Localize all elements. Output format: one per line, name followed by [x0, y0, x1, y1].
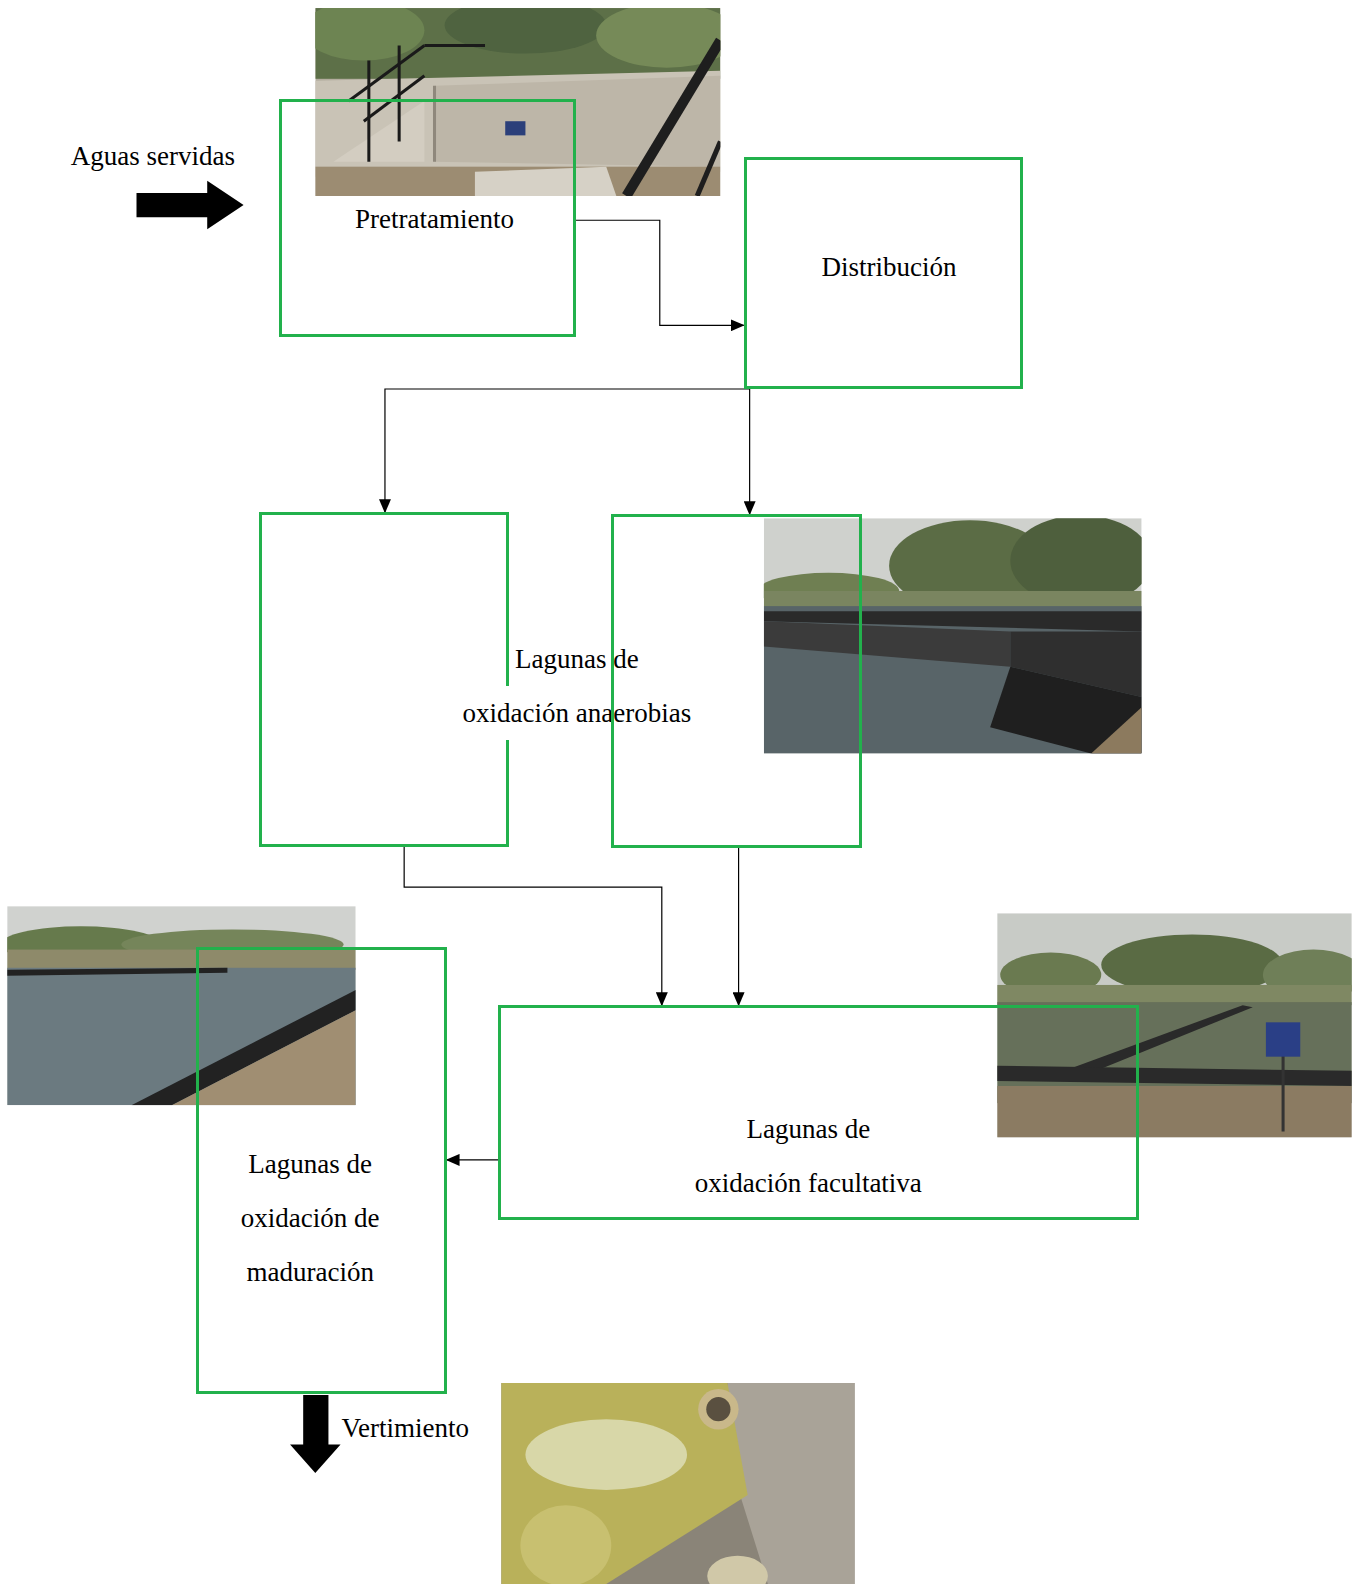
anaerobic-lagoon-photo	[764, 518, 1142, 753]
pretreatment-photo-part	[367, 61, 370, 162]
text-line: oxidación facultativa	[695, 1156, 922, 1210]
node-text: Lagunas de oxidación anaerobias	[435, 632, 718, 740]
anaerobic-lagoon-photo-part	[764, 621, 1010, 666]
process-box	[611, 514, 862, 847]
node-text: Pretratamiento	[308, 192, 561, 246]
pretreatment-photo-part	[424, 44, 485, 47]
node-text: Lagunas de oxidación facultativa	[657, 1102, 960, 1210]
pretreatment-photo-part	[435, 76, 721, 167]
process-box: Pretratamiento	[279, 99, 576, 337]
facultative-lagoon-photo	[997, 913, 1352, 1137]
node-text: Lagunas de oxidación de maduración	[204, 1137, 416, 1299]
text-line: Lagunas de	[248, 1137, 372, 1191]
pretreatment-photo-part	[398, 45, 401, 141]
facultative-lagoon-photo-part	[997, 913, 1352, 1137]
node-text: Distribución	[768, 240, 1010, 294]
facultative-lagoon-photo-part	[1282, 1051, 1285, 1132]
flow-label: Vertimiento	[342, 1401, 469, 1455]
process-box: Lagunas de oxidación anaerobias	[259, 512, 510, 846]
flow-connector	[404, 847, 662, 1006]
pretreatment-photo-part	[697, 141, 720, 196]
pretreatment-photo-part	[626, 40, 720, 196]
facultative-lagoon-photo-part	[1266, 1022, 1300, 1056]
flow-label: Aguas servidas	[71, 129, 235, 183]
text-line: oxidación anaerobias	[463, 686, 692, 740]
inflow-arrow	[137, 181, 244, 229]
discharge-photo-part	[727, 1383, 854, 1584]
flow-connector	[749, 389, 750, 514]
anaerobic-lagoon-photo-part	[1091, 707, 1142, 753]
flow-connector	[447, 1159, 499, 1160]
maturation-lagoon-photo-part	[7, 950, 356, 970]
pretreatment-photo-part	[315, 167, 720, 196]
process-box: Distribución	[744, 157, 1023, 389]
flow-connector	[385, 389, 750, 512]
pretreatment-photo-part	[596, 8, 720, 68]
pretreatment-photo-part	[315, 71, 720, 177]
text-line: oxidación de	[241, 1191, 380, 1245]
discharge-photo-part	[520, 1505, 611, 1584]
anaerobic-lagoon-photo-part	[764, 606, 1142, 753]
text-line: Lagunas de	[746, 1102, 870, 1156]
text-line: Lagunas de	[515, 632, 639, 686]
pretreatment-photo-part	[349, 45, 425, 101]
facultative-lagoon-photo-part	[997, 1086, 1352, 1138]
flow-connector	[576, 220, 744, 325]
pretreatment-photo	[315, 8, 720, 196]
pretreatment-photo-part	[505, 121, 525, 135]
anaerobic-lagoon-photo-part	[990, 667, 1142, 754]
pretreatment-photo-part	[433, 86, 436, 162]
maturation-lagoon-photo-part	[7, 968, 227, 976]
flow-connector	[738, 848, 739, 1006]
maturation-lagoon-photo-part	[172, 1010, 356, 1105]
text-line: maduración	[246, 1245, 373, 1299]
pretreatment-photo-part	[315, 8, 424, 61]
process-box: Lagunas de oxidación facultativa	[498, 1005, 1139, 1219]
maturation-lagoon-photo	[7, 906, 356, 1105]
discharge-photo	[501, 1383, 855, 1584]
pretreatment-photo-part	[475, 167, 616, 196]
outflow-arrow	[290, 1395, 341, 1473]
discharge-photo-part	[707, 1556, 768, 1584]
maturation-lagoon-photo-part	[7, 968, 356, 1105]
discharge-photo-part	[706, 1397, 730, 1421]
discharge-photo-part	[698, 1389, 738, 1429]
discharge-photo-part	[525, 1419, 687, 1490]
process-box: Lagunas de oxidación de maduración	[196, 947, 447, 1395]
maturation-lagoon-photo-part	[131, 990, 355, 1105]
facultative-lagoon-photo-part	[997, 1066, 1352, 1086]
